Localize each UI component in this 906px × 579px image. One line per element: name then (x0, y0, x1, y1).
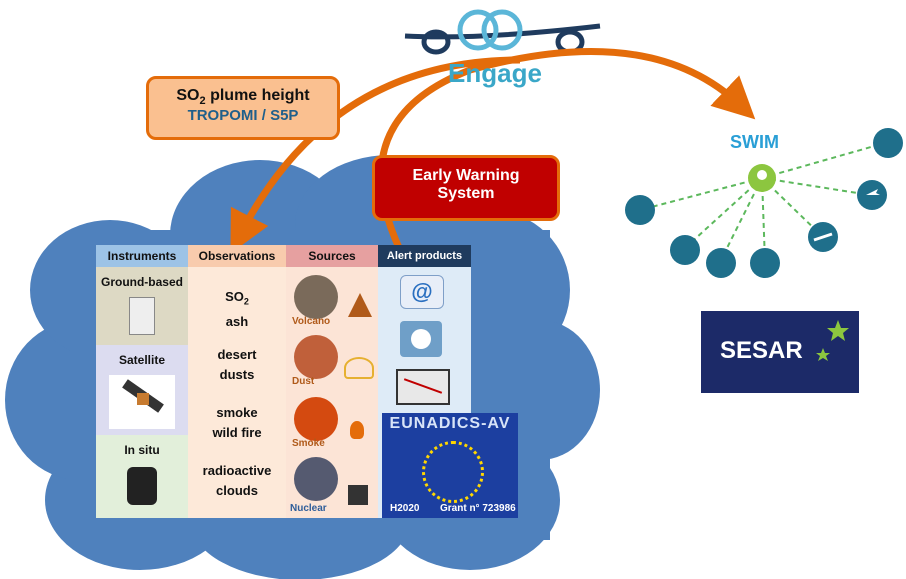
obs-smoke-wildfire: smoke wild fire (188, 403, 286, 443)
obs-radioactive-clouds: radioactive clouds (188, 461, 286, 501)
obs-desert: desert (217, 347, 257, 362)
observations-column: Observations SO2 ash desert dusts smoke … (188, 245, 286, 518)
volcano-photo (294, 275, 338, 319)
swim-label: SWIM (730, 132, 779, 152)
eunadics-title: EUNADICS-AV (389, 415, 511, 432)
instruments-header: Instruments (96, 245, 188, 267)
monitor-icon (396, 369, 450, 405)
weather-node-icon (750, 248, 780, 278)
volcano-label: Volcano (292, 316, 331, 327)
nuclear-icon (348, 485, 368, 505)
eunadics-logo: EUNADICS-AV H2020 Grant n° 723986 (382, 413, 518, 518)
sesar-label: SESAR (720, 337, 803, 364)
obs-radioactive: radioactive (202, 463, 272, 478)
early-warning-callout: Early Warning System (372, 155, 560, 221)
swim-nodes (625, 128, 903, 278)
sources-column: Sources Volcano Dust Smoke Nuclear (286, 245, 378, 518)
sources-header: Sources (286, 245, 378, 267)
obs-so2: SO (225, 289, 244, 304)
engage-logo (404, 9, 601, 55)
obs-wildfire: wild fire (212, 425, 262, 440)
nuclear-label: Nuclear (290, 503, 327, 514)
dust-photo (294, 335, 338, 379)
eunadics-grant: Grant n° 723986 (440, 503, 516, 514)
lidar-device-icon (129, 297, 155, 335)
eunadics-program: H2020 (390, 503, 420, 514)
smoke-photo (294, 397, 338, 441)
alerts-column: Alert products @ EUNADICS-AV H2020 Grant… (378, 245, 518, 518)
obs-smoke: smoke (216, 405, 258, 420)
download-icon (400, 321, 442, 357)
sesar-stars (816, 320, 849, 361)
ground-based-label: Ground-based (100, 275, 183, 289)
obs-clouds: clouds (216, 483, 258, 498)
so2-callout-source: TROPOMI / S5P (187, 107, 299, 125)
arrow-to-observations (230, 56, 521, 254)
dust-label: Dust (292, 376, 315, 387)
volcano-icon (348, 293, 372, 317)
obs-so2-ash: SO2 ash (188, 287, 286, 332)
satellite-icon (109, 375, 175, 429)
obs-desert-dusts: desert dusts (188, 345, 286, 385)
smoke-label: Smoke (292, 438, 325, 449)
eu-stars-icon (422, 441, 484, 503)
database-node-icon (873, 128, 903, 158)
fire-icon (350, 421, 364, 439)
swim-network (639, 142, 886, 263)
dust-icon (344, 357, 374, 379)
so2-callout-rest: plume height (205, 87, 310, 104)
so2-callout-so: SO (176, 87, 200, 104)
sensor-device-icon (127, 467, 157, 505)
in-situ-cell: In situ (96, 435, 188, 518)
obs-so2-sub: 2 (243, 296, 249, 307)
device-node-icon (670, 235, 700, 265)
email-icon: @ (400, 275, 444, 309)
ground-based-cell: Ground-based (96, 267, 188, 345)
headset-node-icon (706, 248, 736, 278)
alerts-header: Alert products (378, 245, 471, 267)
observations-header: Observations (188, 245, 286, 267)
ews-line1: Early Warning (412, 167, 520, 184)
so2-plume-callout: SO2 plume height TROPOMI / S5P (146, 76, 340, 140)
satellite-cell: Satellite (96, 345, 188, 435)
engage-label: Engage (448, 58, 542, 88)
tower-node-icon (625, 195, 655, 225)
so2-callout-sub: 2 (199, 95, 206, 108)
info-table: Instruments Ground-based Satellite In si… (96, 245, 518, 518)
ews-line2: System (437, 185, 495, 202)
nuclear-photo (294, 457, 338, 501)
in-situ-label: In situ (124, 443, 160, 457)
instruments-column: Instruments Ground-based Satellite In si… (96, 245, 188, 518)
obs-dusts: dusts (219, 367, 255, 382)
obs-ash: ash (225, 313, 249, 329)
satellite-label: Satellite (118, 353, 166, 367)
sesar-logo-box (701, 311, 859, 393)
